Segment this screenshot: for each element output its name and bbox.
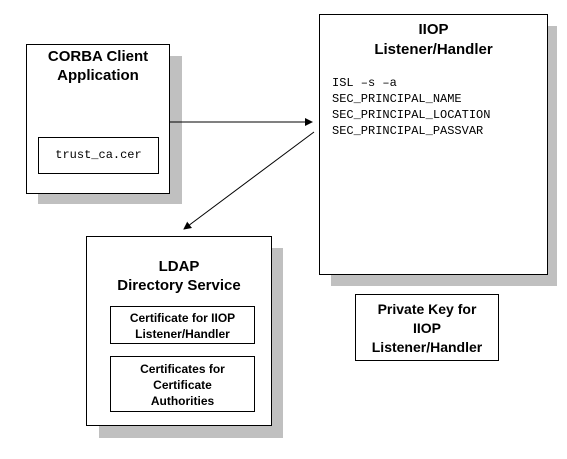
iiop-certificate-box: Certificate for IIOP Listener/Handler [110, 306, 255, 344]
iiop-listener-box: IIOP Listener/Handler ISL –s –a SEC_PRIN… [319, 14, 548, 275]
ldap-directory-box: LDAP Directory Service Certificate for I… [86, 236, 272, 426]
private-key-line2: IIOP [412, 320, 441, 336]
ldap-title-line2: Directory Service [117, 277, 241, 294]
iiop-cert-line2: Listener/Handler [135, 327, 230, 341]
private-key-line1: Private Key for [377, 301, 477, 317]
iiop-command: SEC_PRINCIPAL_LOCATION [332, 108, 491, 122]
trust-ca-cert-label: trust_ca.cer [55, 148, 142, 162]
iiop-cert-line1: Certificate for IIOP [129, 311, 236, 325]
iiop-title-line2: Listener/Handler [374, 41, 493, 58]
ldap-title-line1: LDAP [158, 258, 200, 275]
corba-client-box: CORBA Client Application trust_ca.cer [26, 44, 170, 194]
private-key-box: Private Key for IIOP Listener/Handler [355, 294, 499, 361]
client-title-line2: Application [57, 67, 139, 84]
ca-cert-line3: Authorities [150, 394, 215, 408]
trust-ca-cert-box: trust_ca.cer [38, 137, 159, 174]
iiop-command-list: ISL –s –a SEC_PRINCIPAL_NAME SEC_PRINCIP… [332, 75, 490, 139]
client-title-line1: CORBA Client [47, 48, 149, 65]
ca-cert-line2: Certificate [153, 378, 212, 392]
iiop-command: SEC_PRINCIPAL_PASSVAR [332, 124, 484, 138]
iiop-title-line1: IIOP [418, 21, 449, 38]
private-key-line3: Listener/Handler [371, 339, 483, 355]
iiop-command: ISL –s –a [332, 76, 397, 90]
ca-cert-line1: Certificates for [140, 362, 225, 376]
iiop-to-ldap-arrow [183, 131, 315, 230]
ca-certificates-box: Certificates for Certificate Authorities [110, 356, 255, 412]
iiop-command: SEC_PRINCIPAL_NAME [332, 92, 462, 106]
